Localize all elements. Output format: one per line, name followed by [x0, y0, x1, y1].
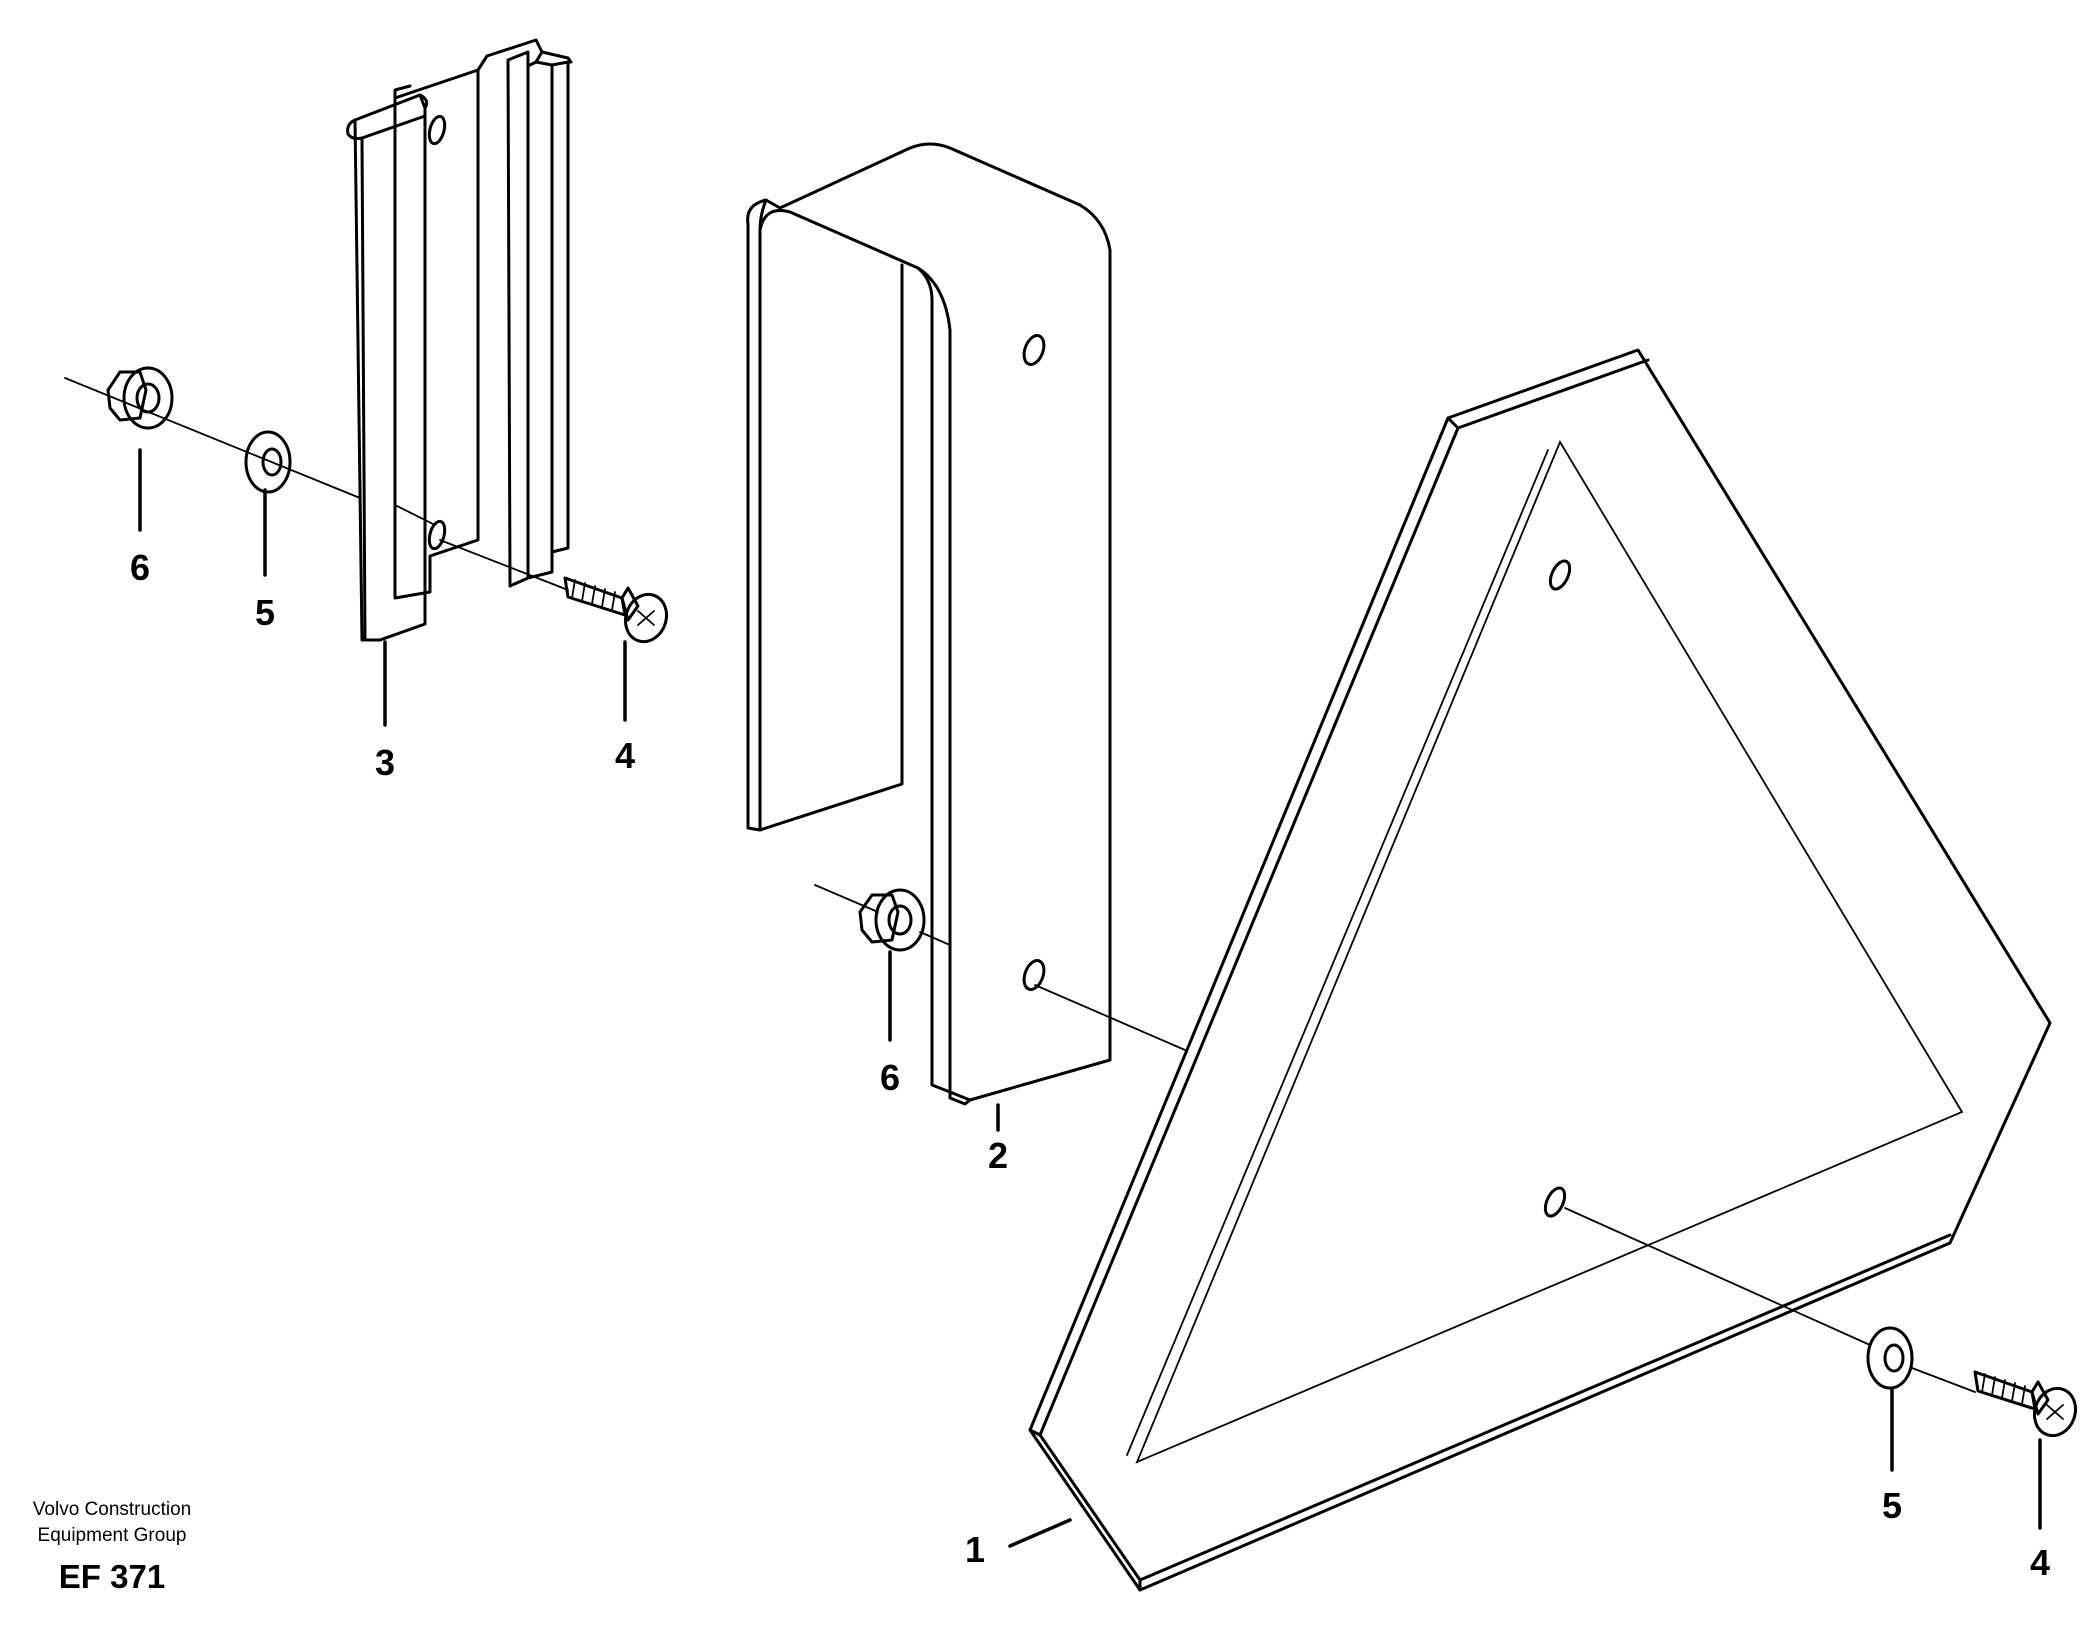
part-label-3: 3: [375, 742, 395, 783]
washer-top: [244, 430, 292, 494]
caption-line-2: Equipment Group: [38, 1525, 187, 1546]
part-label-5-top: 5: [255, 592, 275, 633]
part-label-6-middle: 6: [880, 1057, 900, 1098]
assembly-axis-middle: [814, 884, 1186, 1051]
part-label-6-left: 6: [130, 547, 150, 588]
mounting-rail: [346, 38, 573, 642]
figure-code: EF 371: [59, 1558, 165, 1595]
part-label-4-bottom: 4: [2030, 1542, 2050, 1583]
part-label-1: 1: [965, 1529, 985, 1570]
assembly-axis-bottom: [1564, 1207, 1976, 1393]
nut-left: [106, 366, 174, 430]
triangle-sign: [1028, 348, 2052, 1592]
u-bracket: [746, 142, 1112, 1106]
part-label-2: 2: [988, 1135, 1008, 1176]
assembly-axis-top: [64, 377, 569, 591]
caption-line-1: Volvo Construction: [33, 1499, 191, 1520]
washer-bottom: [1866, 1326, 1914, 1390]
nut-middle: [858, 888, 926, 952]
screw-top: [563, 576, 669, 644]
leader-1: [1008, 1518, 1072, 1548]
screw-bottom: [1973, 1370, 2078, 1438]
part-label-4-top: 4: [615, 735, 635, 776]
part-label-5-bottom: 5: [1882, 1485, 1902, 1526]
